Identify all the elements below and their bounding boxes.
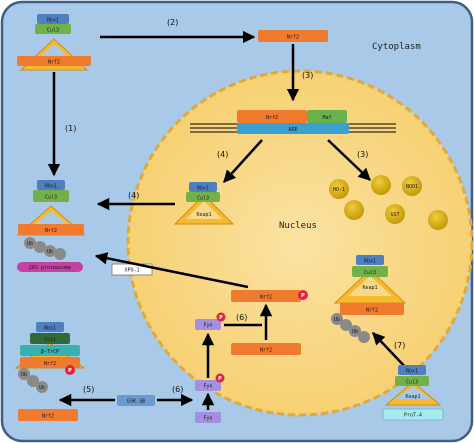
phospho-label: P (219, 315, 223, 321)
phospho-label: P (68, 368, 72, 374)
fyn-label: Fyn (203, 323, 212, 329)
nuclear-ub-complex: Rbx1 Cul3 Keap1 Nrf2 Ub Ub (331, 255, 407, 343)
fyn-cytoplasm-phospho: Fyn P (195, 373, 225, 391)
fyn-label: Fyn (203, 416, 212, 422)
keap1-nrf2-complex-top: Rbx1 Cul3 Nrf2 (17, 14, 91, 71)
rbx1-label: Rbx1 (44, 326, 56, 332)
btrcp-cul1-complex: Rbx1 Cul1 β-TrCP Nrf2 P Ub Ub (14, 322, 86, 393)
cul3-label: Cul3 (406, 380, 418, 386)
nrf2-label: Nrf2 (48, 60, 60, 66)
step-6-label: (6) (172, 385, 183, 394)
arrow-xpo1-export (94, 252, 249, 289)
cul1-label: Cul1 (44, 337, 56, 343)
ub-label: Ub (27, 241, 33, 247)
step-3-label: (3) (302, 71, 313, 80)
gst-label: GST (390, 212, 399, 218)
prot4-complex: Rbx1 Cul3 Keap1 ProT-4 (382, 365, 444, 421)
nuclear-keap1-complex: Rbx1 Cul3 Keap1 (173, 182, 235, 225)
target-gene-products: HO-1 NQO1 GST (329, 175, 448, 230)
ub-label: Ub (39, 385, 45, 391)
gsk3b-label: GSK-3β (127, 399, 145, 405)
nrf2-label: Nrf2 (260, 348, 272, 354)
nrf2-label: Nrf2 (266, 115, 278, 121)
step-2-label: (2) (167, 18, 178, 27)
rbx1-label: Rbx1 (197, 186, 209, 192)
keap1-label: Keap1 (405, 394, 420, 400)
nrf2-label: Nrf2 (287, 35, 299, 41)
fyn-label: Fyn (203, 384, 212, 390)
nqo1-label: NQO1 (406, 184, 418, 190)
arrow-step-4-from-are (223, 139, 263, 183)
ub-label: Ub (21, 372, 27, 378)
rbx1-label: Rbx1 (45, 184, 57, 190)
nrf2-label: Nrf2 (44, 361, 56, 367)
nrf2-maf-are-dna: Nrf2 Maf ARE (190, 110, 396, 134)
step-3-label: (3) (357, 150, 368, 159)
step-1-label: (1) (65, 124, 76, 133)
xpo1-label: XPO-1 (124, 268, 139, 274)
ub-label: Ub (334, 317, 340, 323)
rbx1-label: Rbx1 (364, 259, 376, 265)
ubiquitinated-nrf2-complex: Rbx1 Cul3 Nrf2 Ub Ub 26S proteasome (16, 180, 86, 272)
keap1-label: Keap1 (196, 212, 211, 218)
ub-label: Ub (352, 329, 358, 335)
gsk3b-kinase: GSK-3β (117, 395, 155, 406)
free-nrf2-top: Nrf2 (258, 30, 328, 42)
nrf2-label: Nrf2 (42, 414, 54, 420)
keap1-label: Keap1 (362, 285, 377, 291)
nrf2-label: Nrf2 (45, 228, 57, 234)
phospho-nrf2-nucleus: Nrf2 P (231, 290, 308, 302)
ho1-label: HO-1 (333, 187, 345, 193)
rbx1-label: Rbx1 (47, 18, 59, 24)
step-5-label: (5) (83, 385, 94, 394)
nrf2-label: Nrf2 (260, 295, 272, 301)
step-6-label: (6) (236, 313, 247, 322)
phospho-label: P (218, 376, 222, 382)
btrcp-label: β-TrCP (41, 349, 59, 355)
fyn-nucleus: Fyn P (195, 312, 226, 330)
step-4-label: (4) (217, 150, 228, 159)
ub-label: Ub (47, 249, 53, 255)
arrow-step-7 (372, 332, 409, 371)
cytoplasm-label: Cytoplasm (372, 42, 421, 52)
step-7-label: (7) (394, 341, 405, 350)
arrow-step-3-to-genes (327, 139, 371, 181)
maf-label: Maf (322, 115, 331, 121)
nrf2-nucleus-unphospho: Nrf2 (231, 343, 301, 355)
rbx1-label: Rbx1 (406, 369, 418, 375)
nrf2-label: Nrf2 (366, 308, 378, 314)
cul3-label: Cul3 (45, 195, 57, 201)
phospho-label: P (301, 293, 305, 299)
step-4-label: (4) (128, 191, 139, 200)
proteasome-label: 26S proteasome (29, 265, 71, 271)
cul3-label: Cul3 (197, 196, 209, 202)
prot4-label: ProT-4 (404, 413, 422, 419)
fyn-cytoplasm: Fyn (195, 412, 221, 423)
cul3-label: Cul3 (364, 270, 376, 276)
nucleus-label: Nucleus (279, 221, 317, 231)
nrf2-phospho-cytoplasm: Nrf2 (18, 409, 78, 421)
cul3-label: Cul3 (47, 28, 59, 34)
are-label: ARE (288, 127, 297, 133)
